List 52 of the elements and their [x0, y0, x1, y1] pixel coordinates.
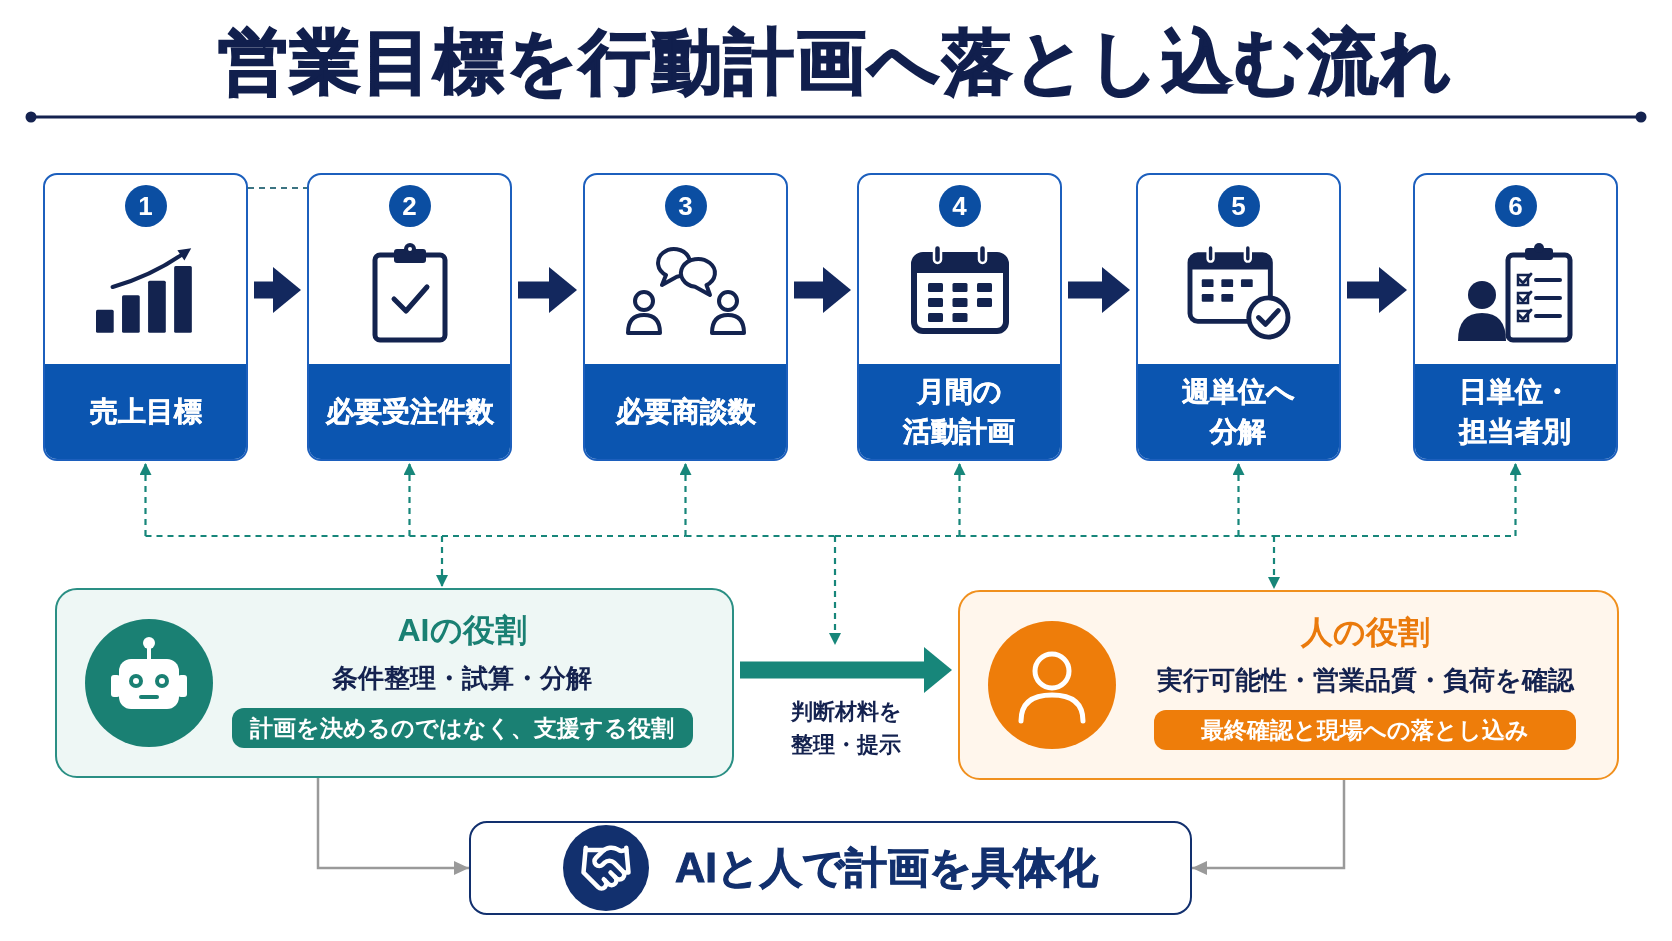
dashed-line — [442, 534, 686, 538]
role-title: 人の役割 — [1300, 613, 1430, 652]
step-card — [1136, 173, 1341, 461]
dashed-arrow — [1232, 463, 1245, 536]
step-number: 1 — [124, 185, 167, 227]
step-card — [43, 173, 248, 461]
dashed-line — [248, 186, 307, 190]
dashed-line — [835, 534, 960, 538]
step-label: 必要商談数 — [615, 394, 756, 429]
role-panel — [55, 588, 734, 778]
block-arrow — [740, 647, 952, 693]
dashed-arrow — [139, 463, 152, 536]
role-tasks: 実行可能性・営業品質・負荷を確認 — [1156, 663, 1574, 697]
dashed-line — [685, 534, 835, 538]
step-label: 売上目標 — [89, 394, 202, 429]
block-arrow — [518, 267, 577, 313]
block-arrow — [1068, 267, 1130, 313]
step-card — [857, 173, 1062, 461]
block-arrow — [1347, 267, 1407, 313]
dashed-arrow — [436, 536, 448, 587]
elbow-arrow — [1192, 780, 1346, 875]
summary-text: AIと人で計画を具体化 — [675, 847, 1098, 889]
role-title: AIの役割 — [397, 611, 527, 650]
block-arrow — [794, 267, 851, 313]
role-note-tag: 最終確認と現場への落とし込み — [1154, 710, 1576, 751]
role-note-tag: 計画を決めるのではなく、支援する役割 — [231, 708, 693, 749]
dashed-line — [959, 534, 1239, 538]
role-tasks: 条件整理・試算・分解 — [332, 661, 592, 695]
block-arrow — [254, 267, 301, 313]
dashed-arrow — [1268, 536, 1280, 589]
elbow-arrow — [316, 778, 469, 875]
step-card — [583, 173, 788, 461]
step-card — [1413, 173, 1618, 461]
dashed-arrow — [403, 463, 416, 536]
dashed-arrow — [1509, 463, 1522, 536]
step-number: 4 — [938, 185, 981, 227]
dashed-arrow — [953, 463, 966, 536]
step-label: 必要受注件数 — [325, 394, 494, 429]
step-number: 3 — [664, 185, 707, 227]
dashed-arrow — [679, 463, 692, 536]
summary-box — [469, 821, 1192, 915]
step-card — [307, 173, 512, 461]
step-label: 月間の活動計画 — [902, 374, 1017, 449]
step-number: 5 — [1217, 185, 1260, 227]
step-number: 6 — [1494, 185, 1537, 227]
step-label: 週単位へ分解 — [1181, 374, 1296, 449]
step-number: 2 — [388, 185, 431, 227]
step-label: 日単位・担当者別 — [1457, 374, 1573, 449]
dashed-arrow — [829, 536, 841, 645]
role-panel — [958, 590, 1619, 780]
diagram-title: 営業目標を行動計画へ落とし込む流れ — [218, 22, 1454, 103]
dashed-line — [1238, 534, 1274, 538]
